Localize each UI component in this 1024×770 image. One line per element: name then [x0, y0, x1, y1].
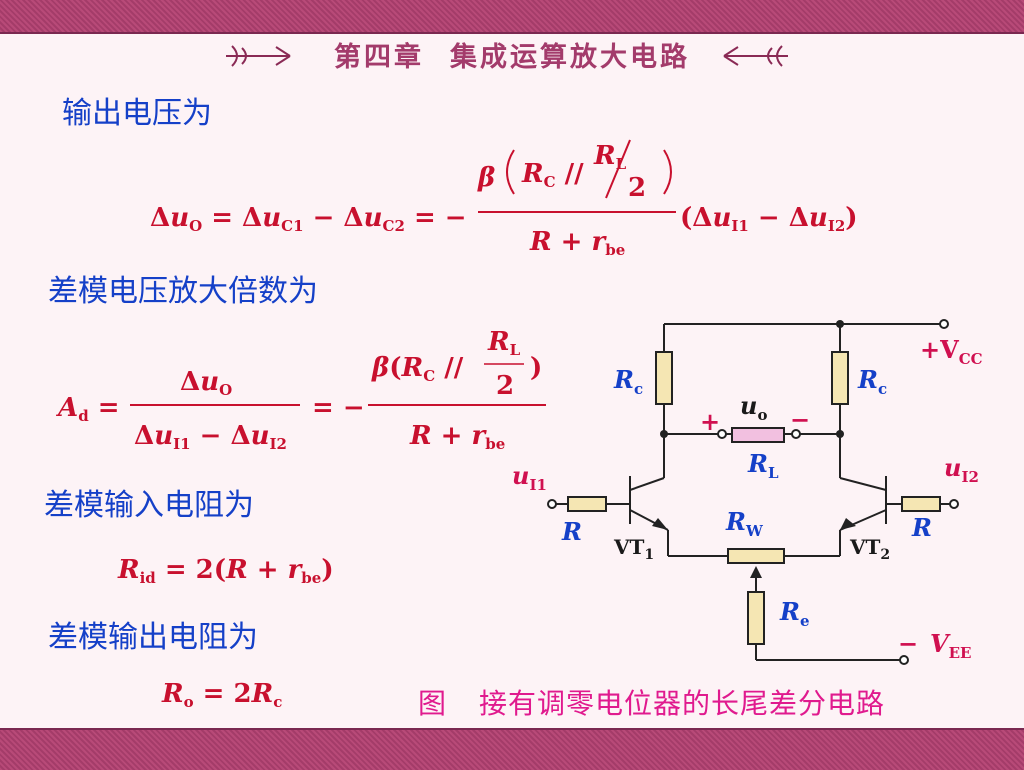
- top-band: [0, 0, 1024, 34]
- rl-label: RL: [747, 449, 779, 482]
- svg-text:ΔuO = ΔuC1 − ΔuC2 = −: ΔuO = ΔuC1 − ΔuC2 = −: [150, 203, 467, 235]
- vt2-label: VT2: [849, 535, 890, 563]
- uo-minus: −: [790, 405, 810, 434]
- uo-plus: +: [700, 407, 720, 436]
- heading-output-voltage: 输出电压为: [62, 96, 212, 131]
- rw-label: RW: [725, 507, 764, 540]
- heading-diff-output-res: 差模输出电阻为: [48, 620, 258, 655]
- svg-text:(ΔuI1 − ΔuI2): (ΔuI1 − ΔuI2): [680, 203, 858, 235]
- rw-potentiometer: [727, 548, 785, 564]
- ui1-label: uI1: [512, 461, 547, 494]
- svg-text:β(RC //: β(RC //: [371, 353, 464, 385]
- svg-text:2: 2: [496, 371, 514, 401]
- vee-minus: −: [898, 629, 918, 658]
- rc-left-label: Rc: [613, 365, 643, 398]
- re-resistor: [747, 591, 765, 645]
- re-label: Re: [779, 597, 810, 630]
- vcc-label: +VCC: [920, 335, 983, 368]
- heading-diff-input-res: 差模输入电阻为: [44, 488, 254, 523]
- chapter-title: 集成运算放大电路: [450, 42, 690, 73]
- svg-text:Ro = 2Rc: Ro = 2Rc: [161, 679, 282, 711]
- figure-caption: 图接有调零电位器的长尾差分电路: [418, 682, 885, 722]
- vee-label: VEE: [930, 629, 972, 662]
- rl-resistor: [731, 427, 785, 443]
- svg-text:= −: = −: [312, 393, 365, 423]
- right-arrow-ornament-icon: [723, 45, 788, 67]
- rc-right-label: Rc: [857, 365, 887, 398]
- heading-diff-gain: 差模电压放大倍数为: [48, 274, 318, 309]
- figure-caption-text: 接有调零电位器的长尾差分电路: [479, 687, 886, 720]
- r-left-label: R: [561, 517, 582, 546]
- ui2-label: uI2: [944, 453, 979, 486]
- rc-right-resistor: [831, 351, 849, 405]
- formula-diff-output-res: Ro = 2Rc: [161, 679, 282, 711]
- vt1-label: VT1: [613, 535, 654, 563]
- bottom-band: [0, 728, 1024, 770]
- r-right-resistor: [901, 496, 941, 512]
- left-arrow-ornament-icon: [226, 45, 291, 67]
- svg-text:2: 2: [628, 173, 646, 203]
- formula-output-voltage: ΔuO = ΔuC1 − ΔuC2 = − β RC // RL 2 R + r…: [150, 139, 858, 259]
- r-right-label: R: [911, 513, 932, 542]
- r-left-resistor: [567, 496, 607, 512]
- svg-text:β: β: [477, 163, 495, 193]
- chapter-number: 第四章: [334, 42, 424, 73]
- svg-text:ΔuI1 − ΔuI2: ΔuI1 − ΔuI2: [134, 421, 287, 453]
- chapter-header: 第四章集成运算放大电路: [0, 36, 1024, 80]
- figure-prefix: 图: [418, 687, 448, 720]
- svg-text:): ): [530, 353, 542, 383]
- uo-label: uo: [740, 391, 767, 424]
- rc-left-resistor: [655, 351, 673, 405]
